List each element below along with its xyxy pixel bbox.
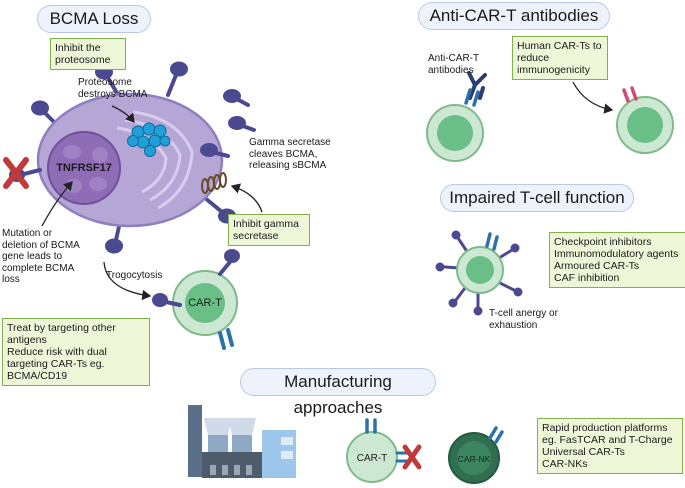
trogocytosis-label: Trogocytosis bbox=[106, 270, 163, 281]
car-nk-label: CAR-NK bbox=[457, 454, 491, 464]
gamma-secretase-icon bbox=[201, 172, 227, 194]
car-t-cell bbox=[152, 249, 240, 350]
cross-icon bbox=[402, 444, 422, 470]
arrow-human-cart bbox=[572, 81, 614, 114]
proteosome-destroys-label: Proteosome destroys BCMA bbox=[78, 77, 148, 100]
human-carts-box: Human CAR-Ts to reduce immunogenicity bbox=[512, 36, 608, 80]
arrow-gamma-secretase bbox=[230, 183, 263, 213]
checkpoint-box: Checkpoint inhibitors Immunomodulatory a… bbox=[549, 232, 685, 288]
anti-cart-antibodies-label: Anti-CAR-T antibodies bbox=[428, 53, 480, 76]
gamma-secretase-label: Gamma secretase cleaves BCMA, releasing … bbox=[249, 137, 331, 171]
section-title-manufacturing: Manufacturing approaches bbox=[240, 368, 436, 417]
impaired-t-cell bbox=[435, 230, 523, 316]
arrow-trogocytosis bbox=[103, 261, 152, 301]
arrow-proteosome bbox=[111, 105, 135, 124]
car-receptor-icon bbox=[218, 328, 234, 350]
proteosome-icon bbox=[127, 122, 171, 157]
treat-targeting-box: Treat by targeting other antigens Reduce… bbox=[2, 318, 150, 386]
car-nk-cell bbox=[448, 426, 504, 484]
manufacturing-cart-label: CAR-T bbox=[356, 453, 388, 464]
manufacturing-cart-cell bbox=[346, 418, 422, 483]
section-title-anti-cart: Anti-CAR-T antibodies bbox=[418, 2, 610, 30]
section-title-impaired: Impaired T-cell function bbox=[440, 184, 634, 212]
arrow-mutation bbox=[41, 181, 73, 227]
cross-icon bbox=[3, 157, 29, 189]
antibody-icon bbox=[467, 71, 487, 100]
factory-icon bbox=[188, 405, 296, 478]
rapid-production-box: Rapid production platforms eg. FasTCAR a… bbox=[537, 418, 683, 474]
anti-cart-left-cell bbox=[426, 71, 487, 162]
sbcma-fragments bbox=[200, 89, 256, 158]
bcma-receptors bbox=[31, 61, 236, 254]
deleted-receptor bbox=[3, 157, 42, 189]
section-title-bcma-loss: BCMA Loss bbox=[37, 5, 151, 33]
inhibit-gamma-secretase-box: Inhibit gamma secretase bbox=[228, 214, 310, 246]
mutation-label: Mutation or deletion of BCMA gene leads … bbox=[2, 228, 80, 285]
cart-cell-label: CAR-T bbox=[188, 297, 222, 309]
anti-cart-right-cell bbox=[616, 86, 674, 154]
tnfrsf17-label: TNFRSF17 bbox=[56, 162, 112, 174]
anergy-label: T-cell anergy or exhaustion bbox=[489, 308, 558, 331]
inhibit-proteosome-box: Inhibit the proteosome bbox=[50, 38, 126, 70]
